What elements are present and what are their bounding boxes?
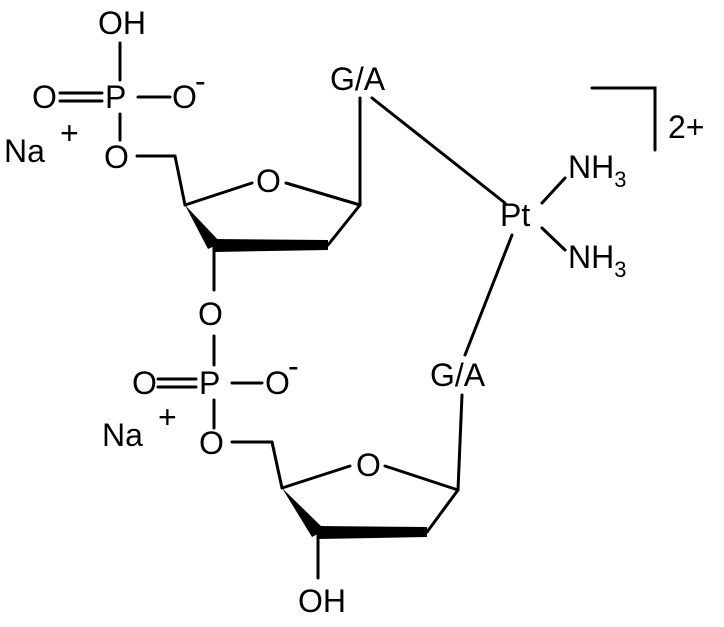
bond-lower-ch2-c4 [270,440,284,490]
bond-upper-ch2-c4 [173,154,187,207]
wedge-lower-c4-c3 [282,488,325,537]
upper-counterion-label: Na [4,133,45,169]
bond-pt-nh3-1 [540,176,567,205]
bond-upper-c4-o [183,181,254,207]
wedge-upper-c3-c2 [214,239,328,252]
upper-oxo-label: O [32,79,57,115]
bond-upper-base-pt [370,96,507,205]
linker-counterion-charge: + [158,399,177,435]
lower-ring-oxygen-label: O [356,447,381,483]
upper-phosphorus-label: P [105,79,126,115]
nh3-1-label: NH3 [568,149,626,192]
bond-upper-c1-c2 [326,203,362,247]
bond-lower-c1-c2 [425,488,460,534]
bond-lower-c1-base [456,393,464,492]
bond-lower-o-c1 [383,464,460,492]
linker-oxide-charge: - [288,348,299,384]
bond-pt-nh3-2 [540,226,567,252]
bonds [58,41,657,580]
upper-counterion-charge: + [60,115,79,151]
bond-pt-lower-base [463,233,514,357]
upper-ring-oxygen-label: O [256,163,281,199]
charge-bracket [590,86,657,152]
linker-phosphorus-label: P [199,365,220,401]
nh3-1-subscript: 3 [614,167,626,192]
upper-oxide-label: O [172,79,197,115]
complex-charge-label: 2+ [668,109,704,145]
lower-hydroxyl-label: OH [298,583,346,619]
linker-counterion-label: Na [102,417,143,453]
wedge-lower-c3-c2 [318,526,427,539]
nh3-1-main: NH [568,149,614,185]
upper-base-label: G/A [330,61,386,97]
nh3-2-main: NH [568,239,614,275]
linker-oxo-label: O [132,365,157,401]
linker-oxide-label: O [265,365,290,401]
atom-labels: OH O P O - O Na + O G/A Pt NH3 NH3 2+ O … [4,5,704,619]
wedge-upper-c4-c3 [185,205,221,249]
upper-oxide-charge: - [195,63,206,99]
upper-hydroxyl-label: OH [98,5,146,41]
platinum-label: Pt [500,197,530,233]
bond-lower-c4-o [280,464,352,490]
upper-ester-oxygen-label: O [104,139,129,175]
lower-base-label: G/A [430,357,486,393]
linker-sugar-oxygen-label: O [198,296,223,332]
bond-upper-o-c1 [284,181,362,207]
wedge-bonds [185,205,427,539]
nh3-2-subscript: 3 [614,257,626,282]
linker-ester-oxygen-label: O [199,425,224,461]
nh3-2-label: NH3 [568,239,626,282]
